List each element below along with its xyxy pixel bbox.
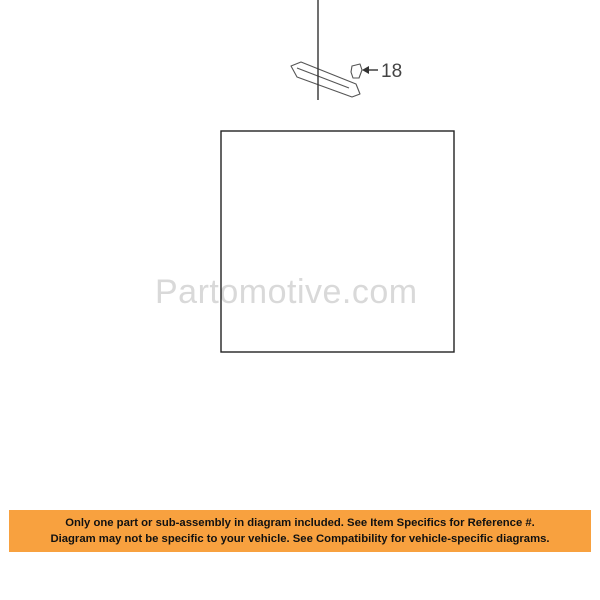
part-17-bracket — [290, 61, 361, 98]
assembly-frame — [220, 130, 455, 353]
callout-18: 18 — [381, 61, 402, 82]
disclaimer-banner: Only one part or sub-assembly in diagram… — [9, 510, 591, 552]
part-18-clip — [350, 63, 363, 79]
disclaimer-line-2: Diagram may not be specific to your vehi… — [50, 533, 550, 545]
watermark-text: Partomotive.com — [155, 273, 418, 311]
disclaimer-line-1: Only one part or sub-assembly in diagram… — [65, 517, 535, 529]
